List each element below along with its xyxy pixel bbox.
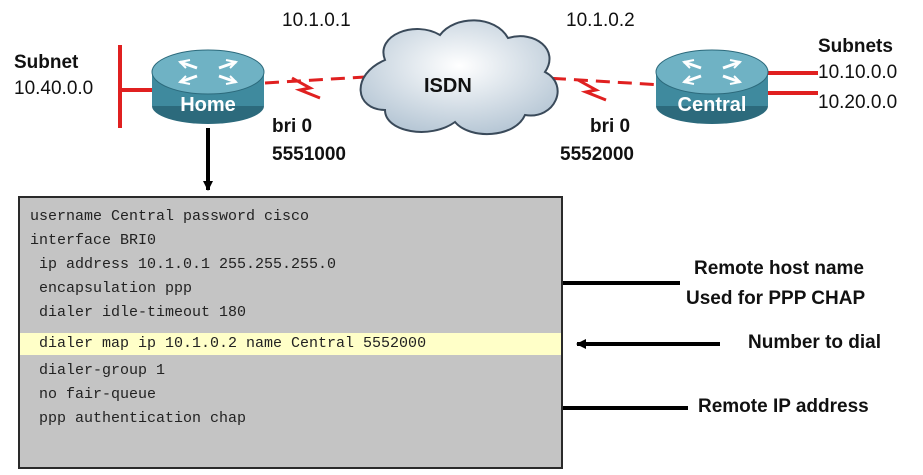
central-ip: 10.1.0.2 <box>566 10 635 31</box>
remote-ip-label: Remote IP address <box>698 396 869 417</box>
config-line: no fair-queue <box>30 386 157 403</box>
central-number: 5552000 <box>560 144 634 165</box>
left-subnet-label: Subnet <box>14 52 79 73</box>
home-isdn-link <box>264 75 366 100</box>
central-router-icon <box>655 49 769 124</box>
router-config-panel: username Central password cisco interfac… <box>18 196 563 469</box>
right-subnet-2: 10.20.0.0 <box>818 92 898 113</box>
config-line: username Central password cisco <box>30 208 310 225</box>
home-router-icon <box>151 49 265 124</box>
config-line: dialer-group 1 <box>30 362 166 379</box>
right-subnets-label: Subnets <box>818 36 893 57</box>
number-to-dial-label: Number to dial <box>748 332 882 353</box>
remote-host-label-2: Used for PPP CHAP <box>686 288 866 309</box>
home-ip: 10.1.0.1 <box>282 10 351 31</box>
config-line: encapsulation ppp <box>30 280 193 297</box>
remote-host-label-1: Remote host name <box>694 258 864 279</box>
config-line: ppp authentication chap <box>30 410 247 427</box>
config-line: interface BRI0 <box>30 232 157 249</box>
config-line: dialer idle-timeout 180 <box>30 304 247 321</box>
left-subnet-value: 10.40.0.0 <box>14 78 94 99</box>
home-number: 5551000 <box>272 144 346 165</box>
cloud-label: ISDN <box>424 75 472 97</box>
central-router-label: Central <box>677 94 747 116</box>
isdn-cloud <box>359 19 559 135</box>
home-interface: bri 0 <box>272 116 313 137</box>
config-line: ip address 10.1.0.1 255.255.255.0 <box>30 256 337 273</box>
central-interface: bri 0 <box>590 116 631 137</box>
config-line-highlighted: dialer map ip 10.1.0.2 name Central 5552… <box>20 333 561 355</box>
home-router-label: Home <box>180 94 236 116</box>
right-subnet-1: 10.10.0.0 <box>818 62 898 83</box>
